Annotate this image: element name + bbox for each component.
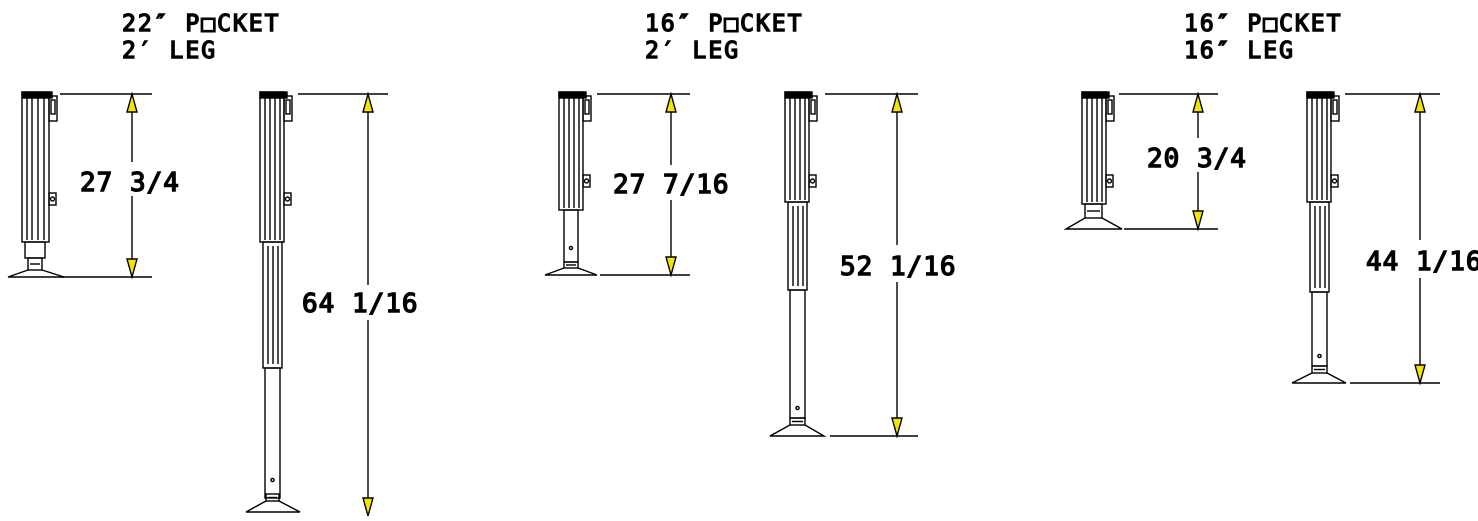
group-3-retracted-dimension [1119,91,1218,232]
arrowhead-down-icon [891,417,903,439]
arrowhead-down-icon [1192,210,1204,232]
group-2-retracted-dimension-label: 27 7/16 [613,170,730,200]
group-2-title-line-1: 16″ P□CKET [645,11,803,37]
group-2-extended-dimension-label: 52 1/16 [840,252,957,282]
arrowhead-down-icon [126,258,138,280]
group-3-retracted-dimension-label: 20 3/4 [1147,144,1247,174]
group-1-extended-jack [245,91,301,513]
arrowhead-up-icon [362,91,374,113]
group-2-extended-dimension [825,91,918,439]
group-1-extended-dimension-label: 64 1/16 [302,289,419,319]
arrowhead-up-icon [126,91,138,113]
group-1-title-line-2: 2′ LEG [122,38,217,64]
group-3-title-line-2: 16″ LEG [1184,38,1295,64]
arrowhead-up-icon [665,91,677,113]
group-1-title-line-1: 22″ P□CKET [122,11,280,37]
arrowhead-up-icon [1192,91,1204,113]
arrowhead-up-icon [891,91,903,113]
group-3-extended-dimension [1345,91,1440,386]
arrowhead-down-icon [1414,364,1426,386]
group-3-retracted-jack [1063,91,1123,230]
arrowhead-up-icon [1414,91,1426,113]
group-3-extended-jack [1291,91,1347,384]
arrowhead-down-icon [665,256,677,278]
group-3-title-line-1: 16″ P□CKET [1184,11,1342,37]
group-2-title-line-2: 2′ LEG [645,38,740,64]
arrowhead-down-icon [362,497,374,519]
group-1-retracted-dimension-label: 27 3/4 [80,168,180,198]
group-2-extended-jack [769,91,827,437]
group-1-retracted-dimension [60,91,152,280]
group-2-retracted-jack [544,91,598,276]
group-2-retracted-dimension [597,91,690,278]
group-3-extended-dimension-label: 44 1/16 [1366,247,1478,277]
group-1-retracted-jack [7,91,65,278]
group-1-extended-dimension [298,91,388,519]
